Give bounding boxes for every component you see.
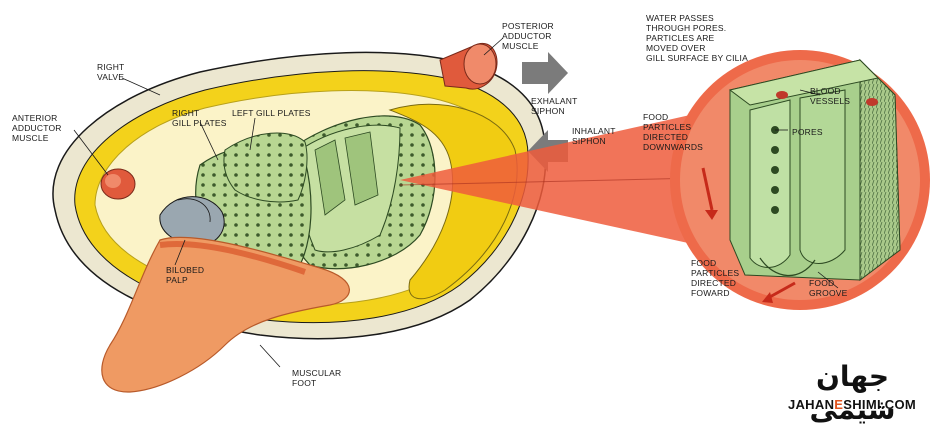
watermark-url: JAHANESHIMI.COM <box>787 397 917 412</box>
magnification-beam <box>399 115 720 250</box>
label-left-gill-plates: LEFT GILL PLATES <box>232 108 311 118</box>
label-water-passes: WATER PASSES THROUGH PORES. PARTICLES AR… <box>646 13 748 63</box>
watermark-logo-persian: جهان شیمی <box>809 360 896 426</box>
label-right-gill-plates: RIGHT GILL PLATES <box>172 108 227 128</box>
label-pores: PORES <box>792 127 823 137</box>
leader-lines <box>73 37 839 368</box>
label-anterior-adductor-muscle: ANTERIOR ADDUCTOR MUSCLE <box>12 113 62 143</box>
label-muscular-foot: MUSCULAR FOOT <box>292 368 342 388</box>
label-inhalant-siphon: INHALANT SIPHON <box>572 126 616 146</box>
label-posterior-adductor-muscle: POSTERIOR ADDUCTOR MUSCLE <box>502 21 554 51</box>
label-exhalant-siphon: EXHALANT SIPHON <box>531 96 578 116</box>
exhalant-arrow <box>522 52 568 94</box>
label-food-groove: FOOD GROOVE <box>809 278 848 298</box>
bilobed-palp <box>159 196 225 246</box>
magnified-gill-view <box>670 50 930 310</box>
posterior-adductor-muscle <box>439 42 498 90</box>
anterior-adductor-muscle <box>100 168 136 200</box>
label-right-valve: RIGHT VALVE <box>97 62 125 82</box>
muscular-foot <box>101 236 350 393</box>
label-food-particles-forward: FOOD PARTICLES DIRECTED FOWARD <box>691 258 740 298</box>
label-food-particles-downwards: FOOD PARTICLES DIRECTED DOWNWARDS <box>643 112 704 152</box>
label-blood-vessels: BLOOD VESSELS <box>810 86 851 106</box>
label-bilobed-palp: BILOBED PALP <box>166 265 205 285</box>
